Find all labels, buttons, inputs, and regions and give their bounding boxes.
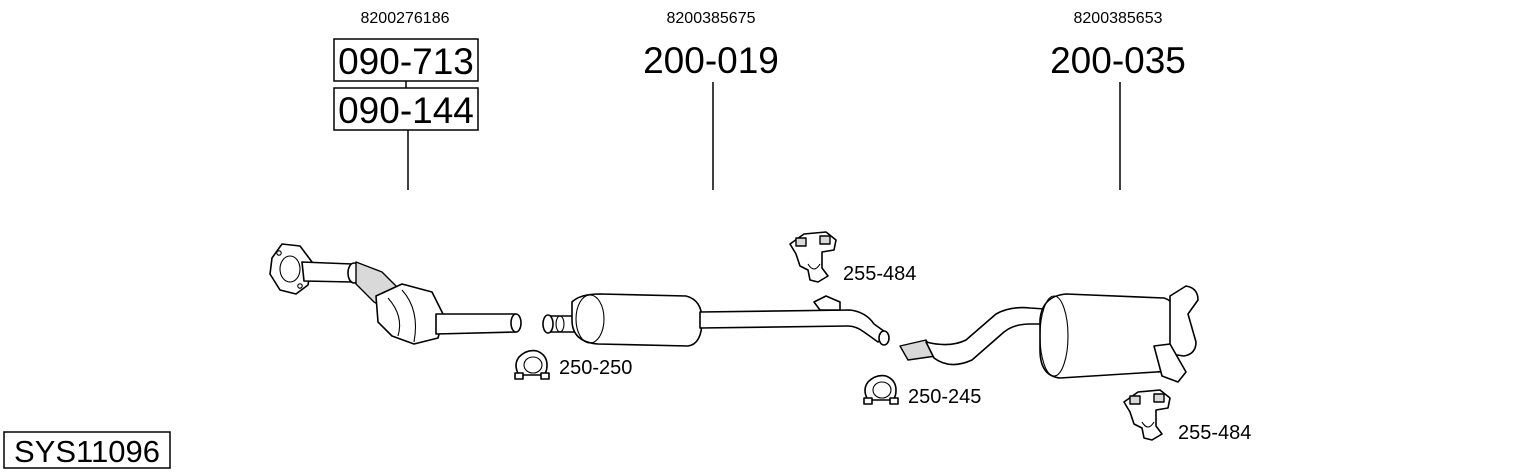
system-code-label: SYS11096 [14,434,160,469]
front-pipe-catalyst-drawing [269,243,522,345]
pipe-clamp-icon [514,349,550,380]
rubber-hanger-icon [1123,389,1171,441]
oe-number: 8200276186 [361,10,450,27]
pipe-clamp-icon [863,374,899,405]
part-number[interactable]: 090-713 [338,41,474,82]
oe-number: 8200385675 [667,10,756,27]
part-number[interactable]: 200-019 [643,40,779,81]
system-code: SYS11096 [3,431,171,469]
system-code-box [3,431,171,469]
accessory-clamp-2: 250-245 [863,374,981,408]
rear-silencer-drawing [899,285,1199,383]
rubber-hanger-icon [789,231,837,283]
accessory-hanger-bottom: 255-484 [1123,389,1251,444]
accessory-clamp-1: 250-250 [514,349,632,380]
group-centre-silencer: 8200385675 200-019 [643,10,779,190]
part-number-box [333,38,479,82]
accessory-part-number[interactable]: 255-484 [1178,422,1251,444]
group-front-pipe: 8200276186 090-713 090-144 [333,10,479,190]
part-number[interactable]: 200-035 [1050,40,1186,81]
accessory-part-number[interactable]: 250-250 [559,357,632,379]
oe-number: 8200385653 [1074,10,1163,27]
accessory-hanger-top: 255-484 [789,231,916,285]
part-number[interactable]: 090-144 [338,90,474,131]
centre-silencer-drawing [542,293,890,347]
group-rear-silencer: 8200385653 200-035 [1050,10,1186,190]
accessory-part-number[interactable]: 255-484 [843,263,916,285]
accessory-part-number[interactable]: 250-245 [908,386,981,408]
part-number-box [333,87,479,131]
